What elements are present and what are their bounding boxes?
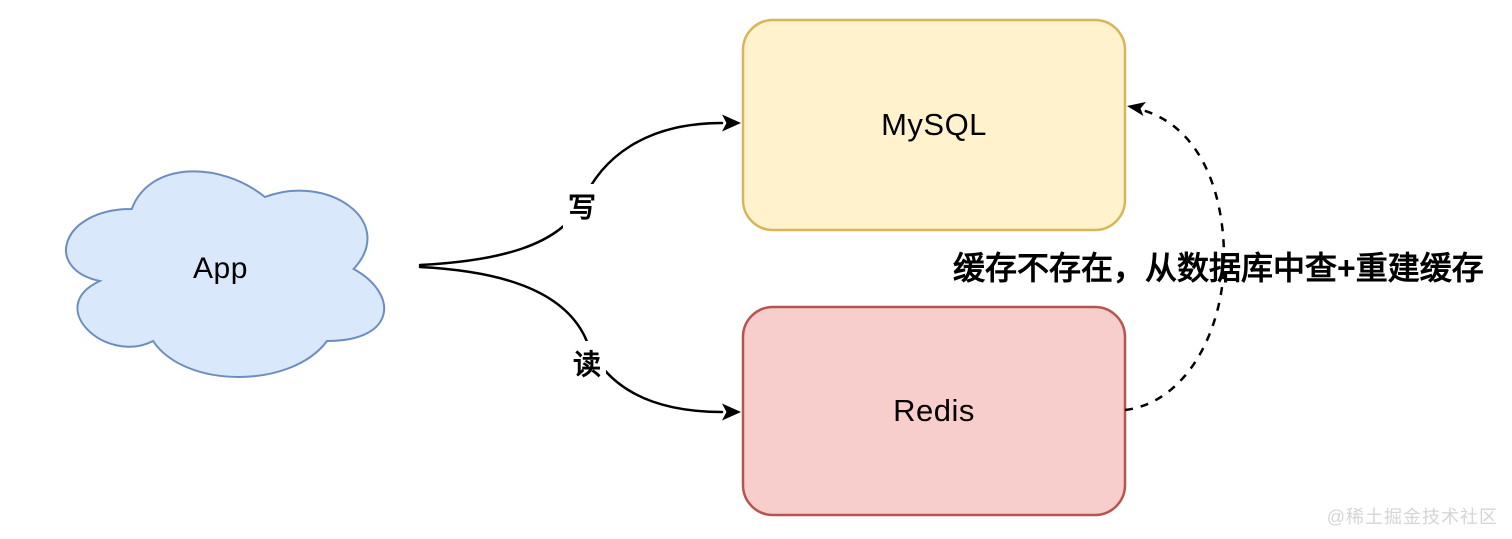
rebuild-cache-edge-line [1124, 108, 1226, 412]
app-cloud-shape [65, 170, 386, 378]
watermark-text: @稀土掘金技术社区 [1326, 507, 1498, 527]
write-edge-label: 写 [562, 184, 602, 228]
redis-node-label: Redis [893, 393, 975, 428]
mysql-node-shape [741, 18, 1127, 232]
redis-node-shape [741, 305, 1127, 517]
mysql-node-label: MySQL [881, 107, 987, 142]
rebuild-cache-annotation: 缓存不存在，从数据库中查+重建缓存 [953, 250, 1484, 286]
rebuild-cache-arrowhead-icon [1127, 102, 1146, 116]
write-edge-arrowhead-icon [722, 114, 741, 132]
read-edge-arrowhead-icon [722, 403, 741, 421]
read-edge-line [418, 265, 724, 414]
app-node-label: App [193, 252, 248, 285]
read-edge-label: 读 [567, 341, 607, 385]
